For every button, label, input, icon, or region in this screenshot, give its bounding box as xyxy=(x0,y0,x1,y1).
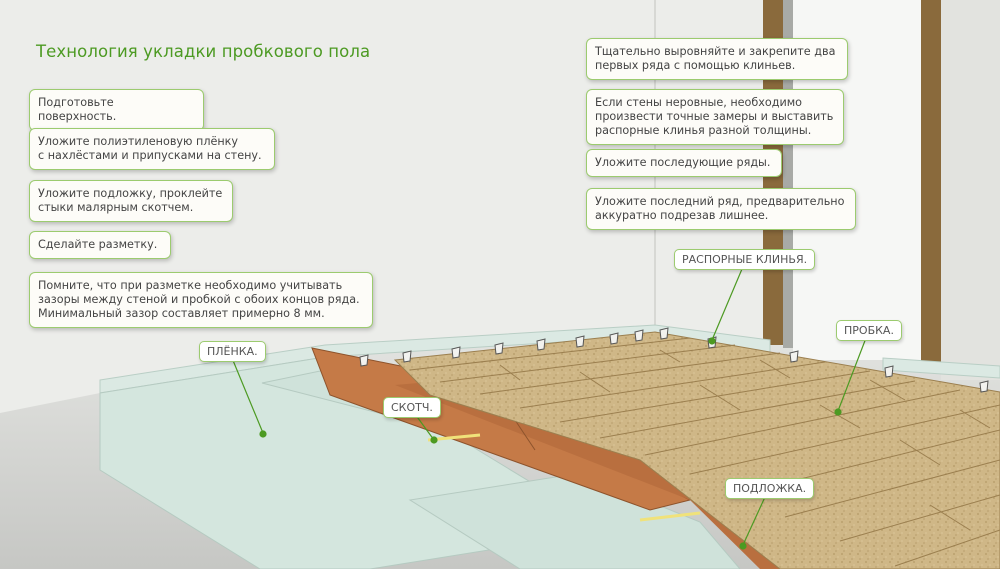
step-note-7: Если стены неровные, необходимо произвес… xyxy=(586,89,844,145)
tape-strip-2 xyxy=(639,511,701,522)
step-note-5: Помните, что при разметке необходимо учи… xyxy=(29,272,373,328)
label-wedges: РАСПОРНЫЕ КЛИНЬЯ. xyxy=(674,249,816,270)
step-note-4: Сделайте разметку. xyxy=(29,231,171,259)
step-note-3: Уложите подложку, проклейте стыки малярн… xyxy=(29,180,233,222)
door-opening xyxy=(763,0,1000,380)
page-title: Технология укладки пробкового пола xyxy=(36,42,371,61)
label-cork: ПРОБКА. xyxy=(836,320,902,341)
label-underlay: ПОДЛОЖКА. xyxy=(725,478,815,499)
cork-plank-lines xyxy=(409,337,1000,567)
step-note-9: Уложите последний ряд, предварительно ак… xyxy=(586,188,856,230)
step-note-1: Подготовьте поверхность. xyxy=(29,89,204,131)
step-note-2: Уложите полиэтиленовую плёнку с нахлёста… xyxy=(29,128,275,170)
step-note-8: Уложите последующие ряды. xyxy=(586,149,782,177)
film-wall-turnup-right xyxy=(882,357,1000,379)
callout-leaders xyxy=(231,268,867,550)
step-note-6: Тщательно выровняйте и закрепите два пер… xyxy=(586,38,848,80)
label-tape: СКОТЧ. xyxy=(383,397,441,418)
label-film: ПЛЁНКА. xyxy=(199,341,266,362)
